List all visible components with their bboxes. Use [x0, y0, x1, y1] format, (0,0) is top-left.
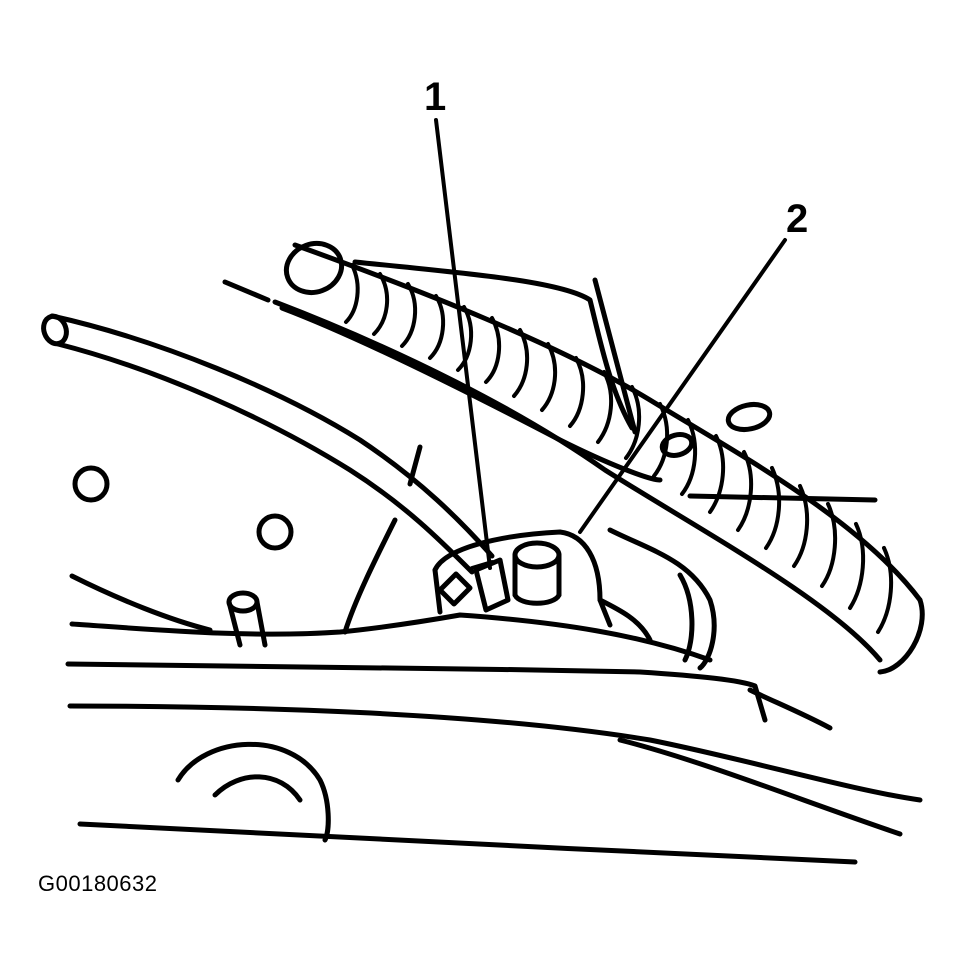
callout-1: 1 — [424, 75, 446, 119]
vacuum-connector — [437, 557, 511, 613]
wiring-harness-conduit — [272, 240, 925, 675]
leader-lines — [434, 118, 787, 570]
small-post — [226, 590, 268, 648]
bracket-lines — [342, 444, 423, 635]
lower-panels — [65, 573, 923, 865]
callout-2: 2 — [786, 197, 808, 241]
mounting-holes — [72, 401, 773, 551]
vacuum-hose — [41, 313, 495, 575]
wheel-arch — [175, 741, 331, 843]
leader-line-2 — [578, 238, 787, 534]
figure-id: G00180632 — [38, 871, 158, 896]
leader-line-1 — [434, 118, 492, 570]
harness-cover-lines — [222, 259, 878, 503]
sensor-cap — [512, 540, 562, 606]
